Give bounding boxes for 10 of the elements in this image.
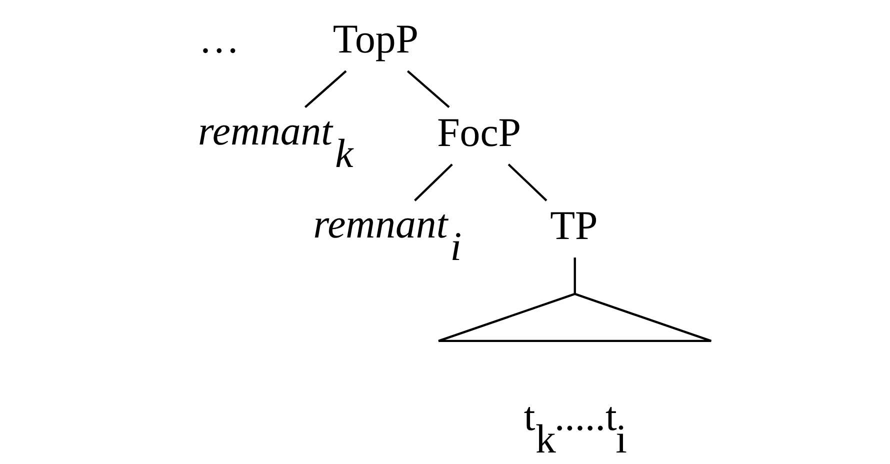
node-text: TP xyxy=(550,203,598,248)
node-text: FocP xyxy=(436,110,521,155)
node-triangle xyxy=(436,292,712,342)
connector xyxy=(414,164,452,202)
node-text: TopP xyxy=(332,16,418,62)
connector xyxy=(406,70,450,108)
connector xyxy=(573,258,576,294)
label: … xyxy=(198,16,240,62)
connector xyxy=(304,70,346,108)
connector xyxy=(507,164,547,202)
